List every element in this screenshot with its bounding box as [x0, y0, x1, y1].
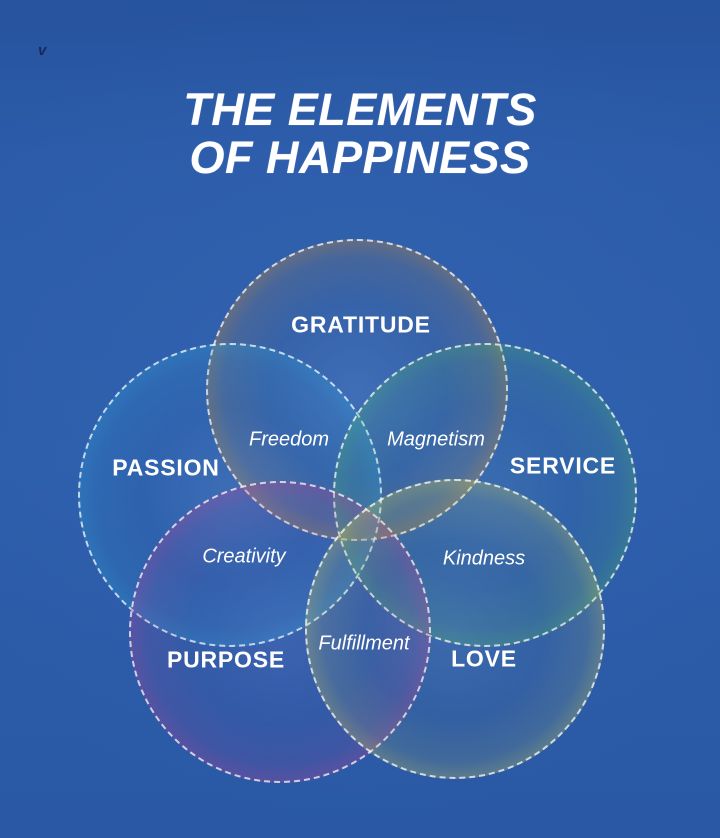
circle-love [305, 479, 605, 779]
label-creativity: Creativity [202, 545, 286, 568]
label-purpose: PURPOSE [166, 646, 286, 673]
label-passion: PASSION [112, 454, 220, 481]
title-line-2: OF HAPPINESS [189, 132, 531, 184]
label-fulfillment: Fulfillment [318, 632, 410, 655]
corner-mark: v [38, 42, 47, 59]
poster-title: THE ELEMENTS OF HAPPINESS [0, 84, 720, 184]
label-love: LOVE [451, 645, 517, 672]
label-freedom: Freedom [248, 428, 330, 451]
label-service: SERVICE [509, 452, 617, 479]
label-gratitude: GRATITUDE [291, 311, 431, 338]
title-line-1: THE ELEMENTS [183, 84, 537, 135]
label-kindness: Kindness [442, 547, 526, 570]
label-magnetism: Magnetism [387, 428, 485, 451]
